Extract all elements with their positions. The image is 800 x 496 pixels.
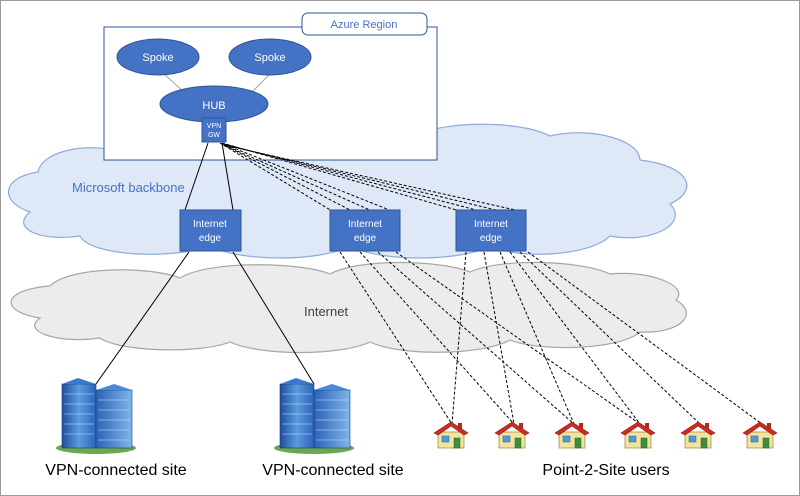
backbone-label: Microsoft backbone bbox=[72, 180, 185, 195]
edge1-site1-link bbox=[95, 251, 190, 385]
house-icon bbox=[494, 421, 530, 449]
edge-1-line2: edge bbox=[199, 233, 222, 244]
hub-label: HUB bbox=[202, 100, 225, 112]
gw-edge1-link-a bbox=[184, 142, 209, 211]
internet-edge-2[interactable]: Internet edge bbox=[329, 209, 401, 252]
internet-label: Internet bbox=[304, 304, 348, 319]
vpn-gateway-node[interactable]: VPN GW bbox=[201, 117, 227, 143]
house-icon bbox=[433, 421, 469, 449]
region-title-box bbox=[301, 12, 428, 36]
house-icon bbox=[680, 421, 716, 449]
edge-2-line1: Internet bbox=[348, 219, 382, 230]
edge-2-line2: edge bbox=[354, 233, 377, 244]
p2s-users-label: Point-2-Site users bbox=[542, 462, 669, 479]
house-icon bbox=[620, 421, 656, 449]
edge-3-line2: edge bbox=[480, 233, 503, 244]
edge-3-line1: Internet bbox=[474, 219, 508, 230]
house-icon bbox=[554, 421, 590, 449]
gw-edge1-link-b bbox=[221, 142, 234, 211]
gw-p2s-dashed-links bbox=[219, 142, 521, 212]
vpn-gw-line1: VPN bbox=[207, 123, 221, 130]
spoke-label-2: Spoke bbox=[254, 52, 285, 64]
site-label-2: VPN-connected site bbox=[262, 462, 404, 479]
spoke-node-1[interactable]: Spoke bbox=[116, 38, 200, 76]
internet-edge-3[interactable]: Internet edge bbox=[455, 209, 527, 252]
spoke-hub-link-2 bbox=[249, 73, 271, 95]
edge-house-dashed-links bbox=[339, 251, 763, 425]
region-title: Azure Region bbox=[331, 19, 398, 31]
edge1-site2-link bbox=[232, 251, 315, 385]
edge-1-line1: Internet bbox=[193, 219, 227, 230]
p2s-houses bbox=[433, 421, 778, 449]
hub-node[interactable]: HUB bbox=[159, 85, 269, 123]
office-building-icon bbox=[274, 378, 354, 454]
spoke-node-2[interactable]: Spoke bbox=[228, 38, 312, 76]
spoke-label-1: Spoke bbox=[142, 52, 173, 64]
vpn-gw-line2: GW bbox=[208, 132, 220, 139]
internet-cloud: Internet bbox=[10, 261, 687, 354]
internet-edge-1[interactable]: Internet edge bbox=[179, 209, 242, 252]
site-label-1: VPN-connected site bbox=[45, 462, 187, 479]
house-icon bbox=[742, 421, 778, 449]
office-building-icon bbox=[56, 378, 136, 454]
